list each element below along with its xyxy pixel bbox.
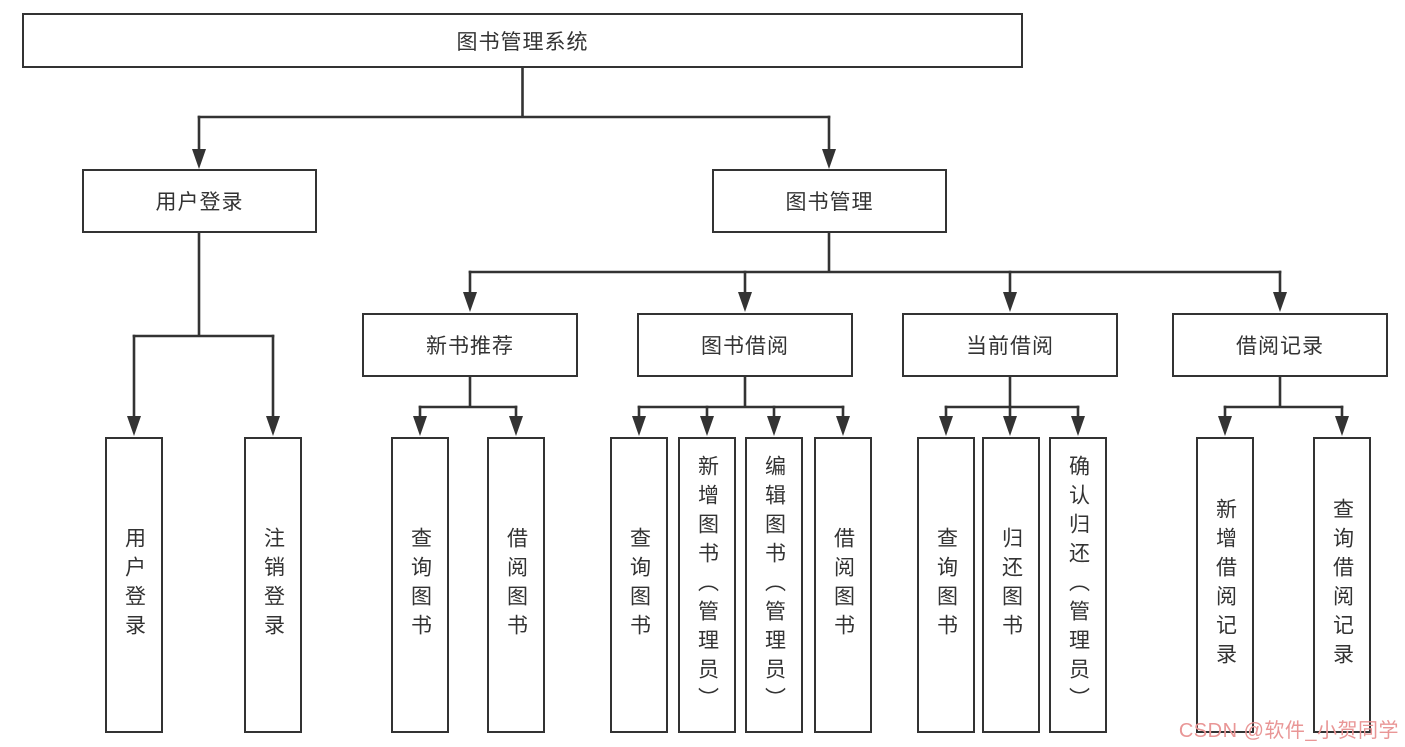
leaf-query-books-current: 查询图书 (917, 437, 975, 733)
node-new-book-recommend: 新书推荐 (362, 313, 578, 377)
node-user-login: 用户登录 (82, 169, 317, 233)
leaf-query-books-borrow: 查询图书 (610, 437, 668, 733)
leaf-query-borrow-record: 查询借阅记录 (1313, 437, 1371, 733)
node-current-borrow: 当前借阅 (902, 313, 1118, 377)
leaf-borrow-books-recommend: 借阅图书 (487, 437, 545, 733)
leaf-user-login: 用户登录 (105, 437, 163, 733)
node-root-system: 图书管理系统 (22, 13, 1023, 68)
leaf-logout: 注销登录 (244, 437, 302, 733)
leaf-return-book: 归还图书 (982, 437, 1040, 733)
leaf-query-books-recommend: 查询图书 (391, 437, 449, 733)
csdn-watermark: CSDN @软件_小贺同学 (1178, 720, 1399, 742)
leaf-confirm-return-admin: 确认归还（管理员） (1049, 437, 1107, 733)
leaf-add-book-admin: 新增图书（管理员） (678, 437, 736, 733)
node-book-management: 图书管理 (712, 169, 947, 233)
node-book-borrow: 图书借阅 (637, 313, 853, 377)
node-borrow-records: 借阅记录 (1172, 313, 1388, 377)
leaf-borrow-books: 借阅图书 (814, 437, 872, 733)
leaf-edit-book-admin: 编辑图书（管理员） (745, 437, 803, 733)
leaf-add-borrow-record: 新增借阅记录 (1196, 437, 1254, 733)
